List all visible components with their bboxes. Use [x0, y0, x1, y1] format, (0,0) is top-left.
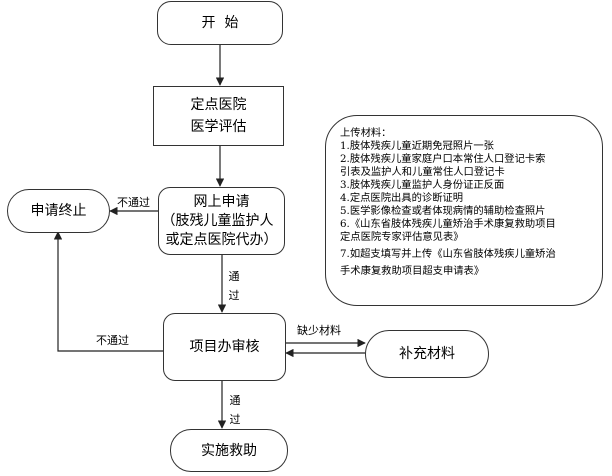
online-application-node: 网上申请 （肢残儿童监护人 或定点医院代办） [158, 187, 285, 255]
hospital-label-line1: 定点医院 [190, 97, 247, 113]
apply-pass-label-2: 过 [228, 289, 240, 302]
upload-materials-note: 上传材料： 1.肢体残疾儿童近期免冠照片一张 2.肢体残疾儿童家庭户口本常住人口… [325, 115, 603, 306]
note-title: 上传材料： [340, 127, 392, 139]
start-label: 开 始 [201, 15, 239, 31]
note-item: 引表及监护人和儿童常住人口登记卡 [340, 166, 505, 178]
supplement-label: 补充材料 [399, 346, 455, 362]
supplement-node: 补充材料 [365, 330, 489, 378]
apply-label-line2: （肢残儿童监护人 [161, 212, 274, 229]
review-pass-label-1: 通 [229, 394, 241, 407]
note-item: 手术康复救助项目超支申请表》 [340, 265, 485, 277]
arrow-review-fail-to-terminate [53, 231, 163, 352]
note-item: 1.肢体残疾儿童近期免冠照片一张 [340, 140, 494, 152]
apply-pass-label-1: 通 [228, 270, 240, 283]
note-item: 6.《山东省肢体残疾儿童矫治手术康复救助项目 [340, 218, 556, 230]
implement-label: 实施救助 [201, 442, 257, 459]
apply-label-line3: 或定点医院代办） [165, 231, 278, 248]
note-item: 2.肢体残疾儿童家庭户口本常住人口登记卡索 [340, 153, 546, 165]
note-item: 7.如超支填写并上传《山东省肢体残疾儿童矫治 [340, 248, 556, 260]
start-node: 开 始 [157, 1, 283, 45]
hospital-label-line2: 医学评估 [190, 119, 247, 135]
missing-materials-label: 缺少材料 [297, 324, 341, 337]
note-item: 3.肢体残疾儿童监护人身份证正反面 [340, 179, 505, 191]
review-label: 项目办审核 [189, 339, 260, 355]
note-item: 5.医学影像检查或者体现病情的辅助检查照片 [340, 205, 546, 217]
review-node: 项目办审核 [163, 313, 286, 381]
apply-label-line1: 网上申请 [193, 193, 250, 210]
review-fail-label: 不通过 [96, 334, 129, 347]
terminate-node: 申请终止 [7, 189, 110, 233]
note-item: 4.定点医院出具的诊断证明 [340, 192, 464, 204]
implement-node: 实施救助 [170, 429, 288, 472]
terminate-label: 申请终止 [30, 203, 87, 219]
hospital-assessment-node: 定点医院 医学评估 [153, 86, 284, 146]
apply-fail-label: 不通过 [117, 196, 150, 209]
note-item: 定点医院专家评估意见表》 [340, 231, 464, 243]
review-pass-label-2: 过 [229, 413, 241, 426]
